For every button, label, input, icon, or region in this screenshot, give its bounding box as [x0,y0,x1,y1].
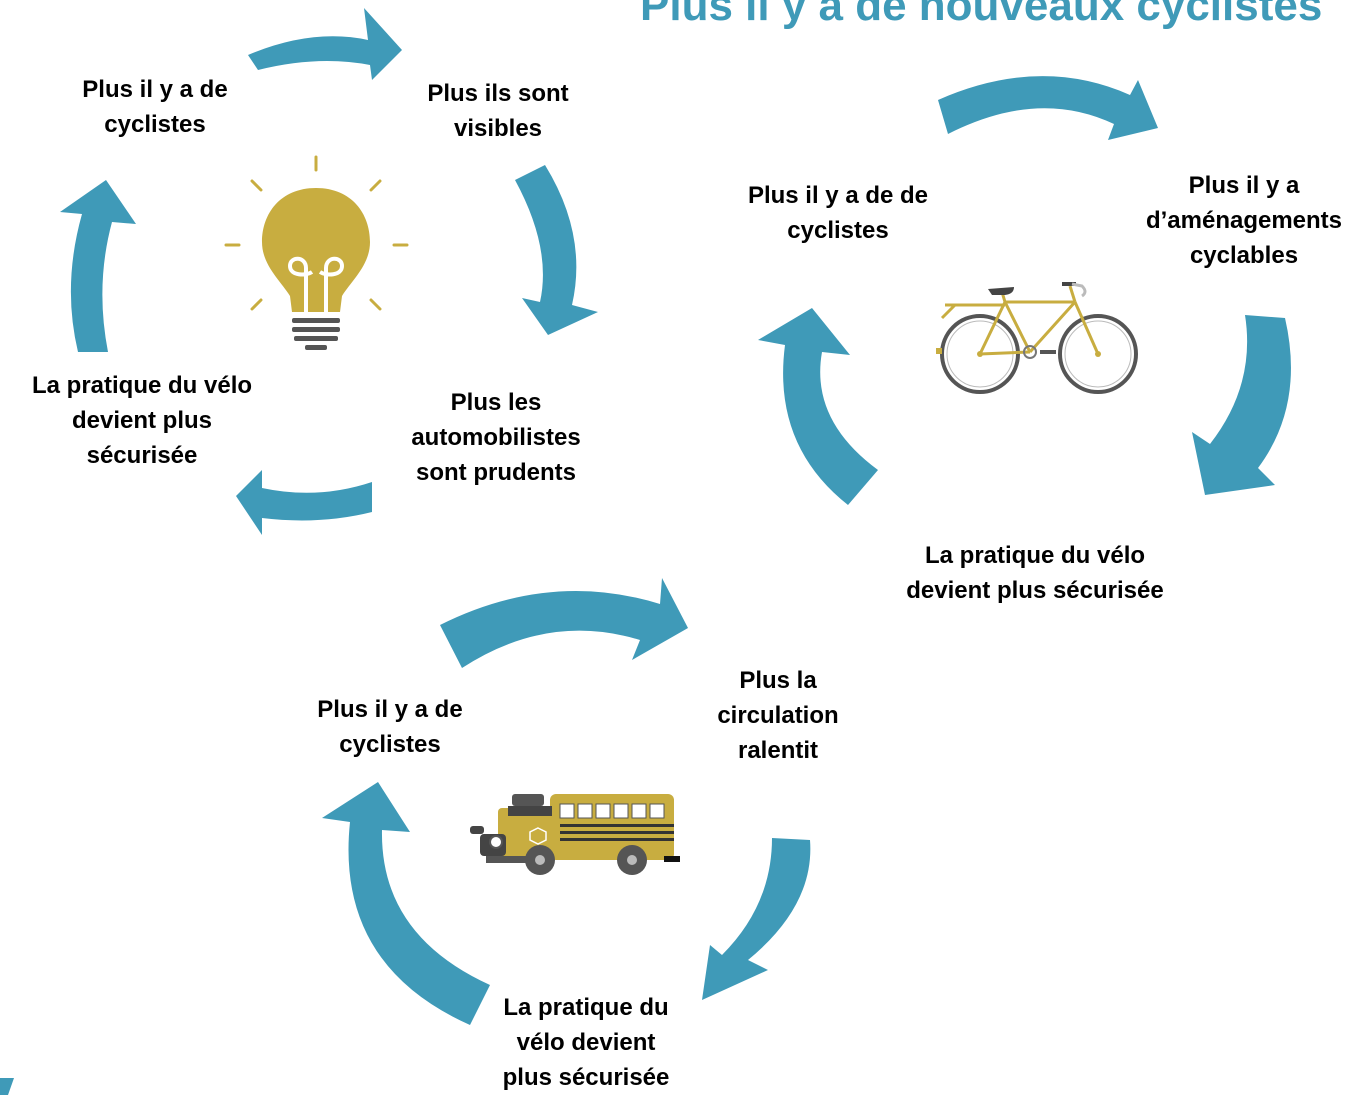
school-bus-icon [470,794,680,875]
cycle2-arrow-right [1192,315,1291,495]
cycle3-arrow-right [702,838,811,1000]
cycle2-arrow-left [758,308,878,505]
cycle3-label-safer-cycling: La pratique du vélo devient plus sécuris… [502,994,670,1091]
bicycle-icon [936,282,1138,394]
cycle2-label-more-infrastructure: Plus il y a d’aménagements cyclables [1145,172,1343,269]
cycle2-arrows [758,76,1291,505]
cycle3-arrow-left [322,782,490,1025]
cycle1-arrow-top [248,8,402,80]
cycle2-label-more-cyclists: Plus il y a de de cyclistes [747,182,929,244]
cycle1-arrow-right [515,165,598,335]
cycle1-arrows [60,8,598,535]
cycle1-arrow-left [60,180,136,352]
cycle3-arrows [322,578,811,1025]
cycle1-label-more-visible: Plus ils sont visibles [427,80,569,142]
cycle1-arrow-bottom [236,470,372,535]
cycle3-label-traffic-slows: Plus la circulation ralentit [717,667,839,764]
cycle1-label-safer-cycling: La pratique du vélo devient plus sécuris… [31,372,253,469]
cycle3-arrow-top [440,578,688,668]
cycle3-label-more-cyclists: Plus il y a de cyclistes [317,696,463,758]
cycle1-label-prudent-drivers: Plus les automobilistes sont prudents [411,389,581,486]
diagram-title: Plus il y a de nouveaux cyclistes [640,0,1323,30]
cycle2-label-safer-cycling: La pratique du vélo devient plus sécuris… [906,542,1164,604]
cycle1-label-more-cyclists: Plus il y a de cyclistes [82,76,228,138]
corner-arrow-fragment [0,1078,14,1095]
cycle2-arrow-top [938,76,1158,140]
lightbulb-icon [224,155,409,350]
